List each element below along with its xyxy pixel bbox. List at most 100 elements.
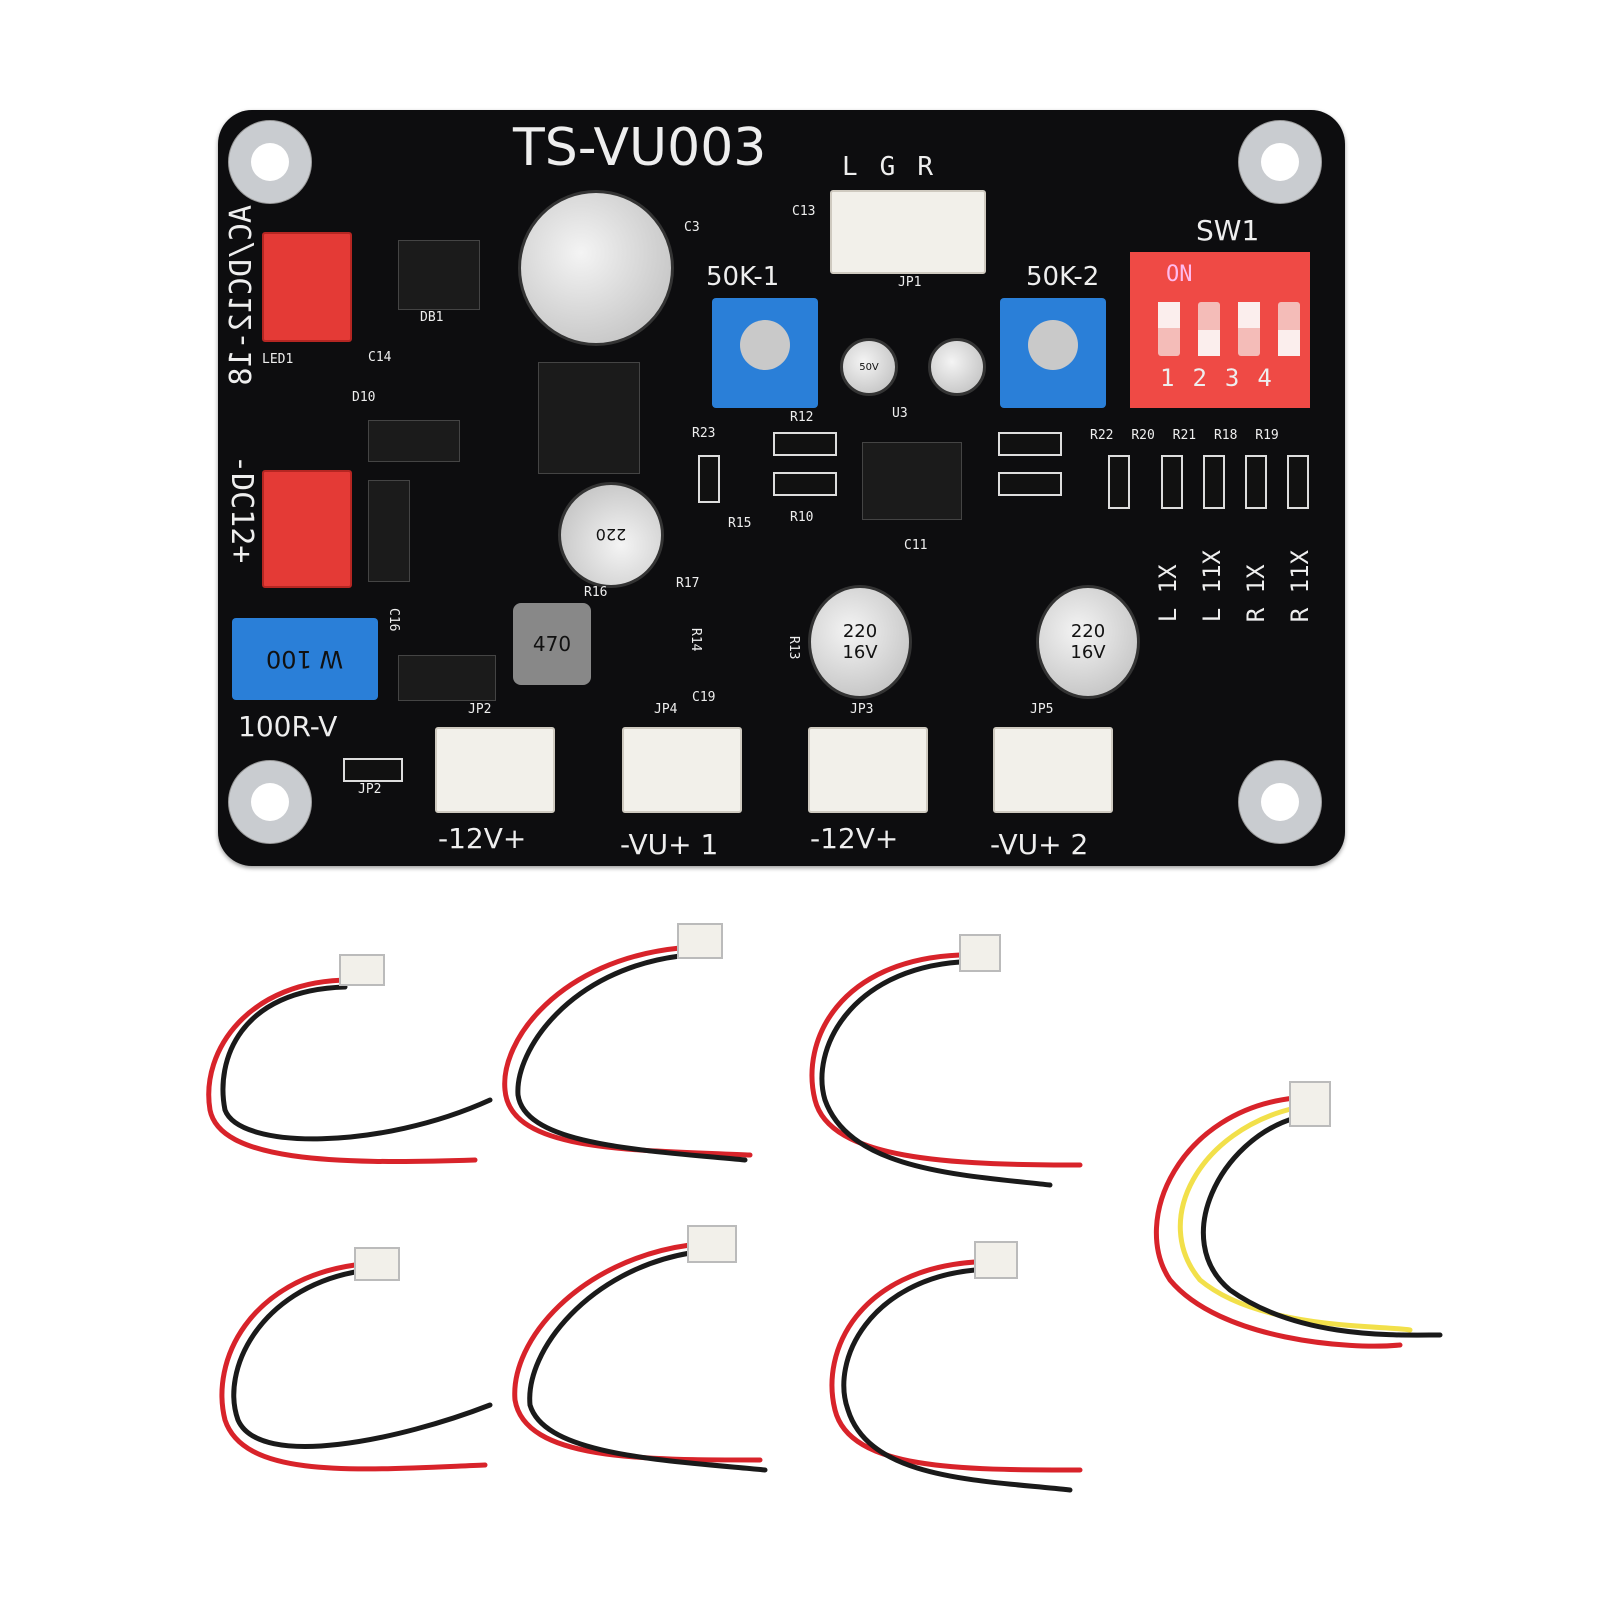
label-c13: C13 [792,204,816,219]
pot-50k-2[interactable] [1000,298,1106,408]
power-input-label: AC/DC12-18 [224,205,259,386]
dip-lever-1[interactable] [1158,302,1180,356]
resistor-r10 [773,472,837,496]
power-input-connector[interactable] [262,232,352,342]
jp5-connector[interactable] [993,727,1113,813]
three-pin-cable [1153,1081,1443,1349]
diode-d9 [368,480,410,582]
gain-r-11x: R 11X [1286,550,1314,622]
pot-50k-1[interactable] [712,298,818,408]
resistor-r1 [343,758,403,782]
label-r18: R18 [1213,428,1238,443]
dip-lever-3[interactable] [1238,302,1260,356]
cable-connector [677,923,723,959]
vu-driver-board: TS-VU003 AC/DC12-18 -DC12+ W 100 100R-V … [218,110,1345,866]
pot-left-label: 50K-1 [706,262,780,292]
label-d10: D10 [352,390,376,405]
label-r12: R12 [790,410,814,425]
cable-connector [959,934,1001,972]
capacitor-c6: 50V [840,338,898,396]
capacitor-c1: 220 [558,482,664,588]
label-c14: C14 [368,350,392,365]
gain: 11X [1286,550,1314,594]
cable-connector [1289,1081,1331,1127]
pot-adjust-screw[interactable] [1028,320,1078,370]
resistor-r12 [773,432,837,456]
label-db1: DB1 [420,310,444,325]
resistor-r20 [1161,455,1183,509]
gain: 1X [1154,564,1182,594]
label-r1: JP2 [358,782,382,797]
label-r16: R16 [584,585,608,600]
jp4-label: JP4 [654,702,678,717]
two-pin-cable [512,1225,768,1473]
channel: R [1286,607,1314,623]
pin-l: L [842,152,880,182]
label-u3: U3 [892,406,908,421]
label-c3: C3 [684,220,700,235]
cap-voltage: 16V [1070,642,1106,663]
jp3-label: JP3 [850,702,874,717]
label-r21: R21 [1172,428,1197,443]
gain-l-11x: L 11X [1198,550,1226,622]
jp4-output-label: -VU+ 1 [620,828,719,861]
label-r19: R19 [1255,428,1279,443]
pot-adjust-screw[interactable] [740,320,790,370]
two-pin-cable [809,934,1083,1188]
label-c11: C11 [904,538,928,553]
resistor-r22 [1108,455,1130,509]
small-cap-voltage: 50V [859,361,879,373]
jp3-output-label: -12V+ [810,822,899,855]
label-r23: R23 [692,426,716,441]
jp4-connector[interactable] [622,727,742,813]
trimmer-100r[interactable]: W 100 [232,618,378,700]
cable-connector [339,954,385,986]
pos-4: 4 [1257,364,1290,392]
label-r10: R10 [790,510,814,525]
regulator-u1 [538,362,640,474]
mounting-hole [228,760,312,844]
cap-value: 220 [842,621,878,642]
label-r13: R13 [786,636,801,660]
capacitor-c3 [518,190,674,346]
label-r20: R20 [1131,428,1155,443]
jp1-label: JP1 [898,275,922,290]
label-c19: C19 [692,690,716,705]
dc-input-connector[interactable] [262,470,352,588]
two-pin-cable [502,923,753,1163]
trimmer-marking: W 100 [266,645,344,673]
pot-right-label: 50K-2 [1026,262,1100,292]
jp3-connector[interactable] [808,727,928,813]
channel: R [1242,607,1270,623]
dip-lever-4[interactable] [1278,302,1300,356]
two-pin-cable [219,1247,493,1472]
dc-input-label: -DC12+ [224,455,259,564]
resistor-r6-top [998,472,1062,496]
sw-on-label: ON [1166,262,1193,287]
sw1-label: SW1 [1196,214,1260,247]
inductor-l1: 470 [513,603,591,685]
gain-r-1x: R 1X [1242,550,1270,622]
label-r15: R15 [728,516,752,531]
gain-table: L 1X L 11X R 1X R 11X [1154,550,1314,622]
pos-3: 3 [1224,364,1258,392]
dip-lever-2[interactable] [1198,302,1220,356]
jp1-input-connector[interactable] [830,190,986,274]
label-led1: LED1 [262,352,294,367]
cable-connector [974,1241,1018,1279]
cable-connector [354,1247,400,1281]
mounting-hole [1238,120,1322,204]
jp2-connector[interactable] [435,727,555,813]
trimmer-label: 100R-V [238,710,338,743]
board-title: TS-VU003 [513,118,767,178]
jp5-label: JP5 [1030,702,1054,717]
resistor-r5 [998,432,1062,456]
dip-switch-sw1[interactable]: ON 1234 [1130,252,1310,408]
pin-r: R [917,152,955,182]
cap-value: 220 [595,525,627,545]
jp2-output-label: -12V+ [438,822,527,855]
cap-value: 220 [1070,621,1106,642]
channel: L [1154,607,1182,623]
